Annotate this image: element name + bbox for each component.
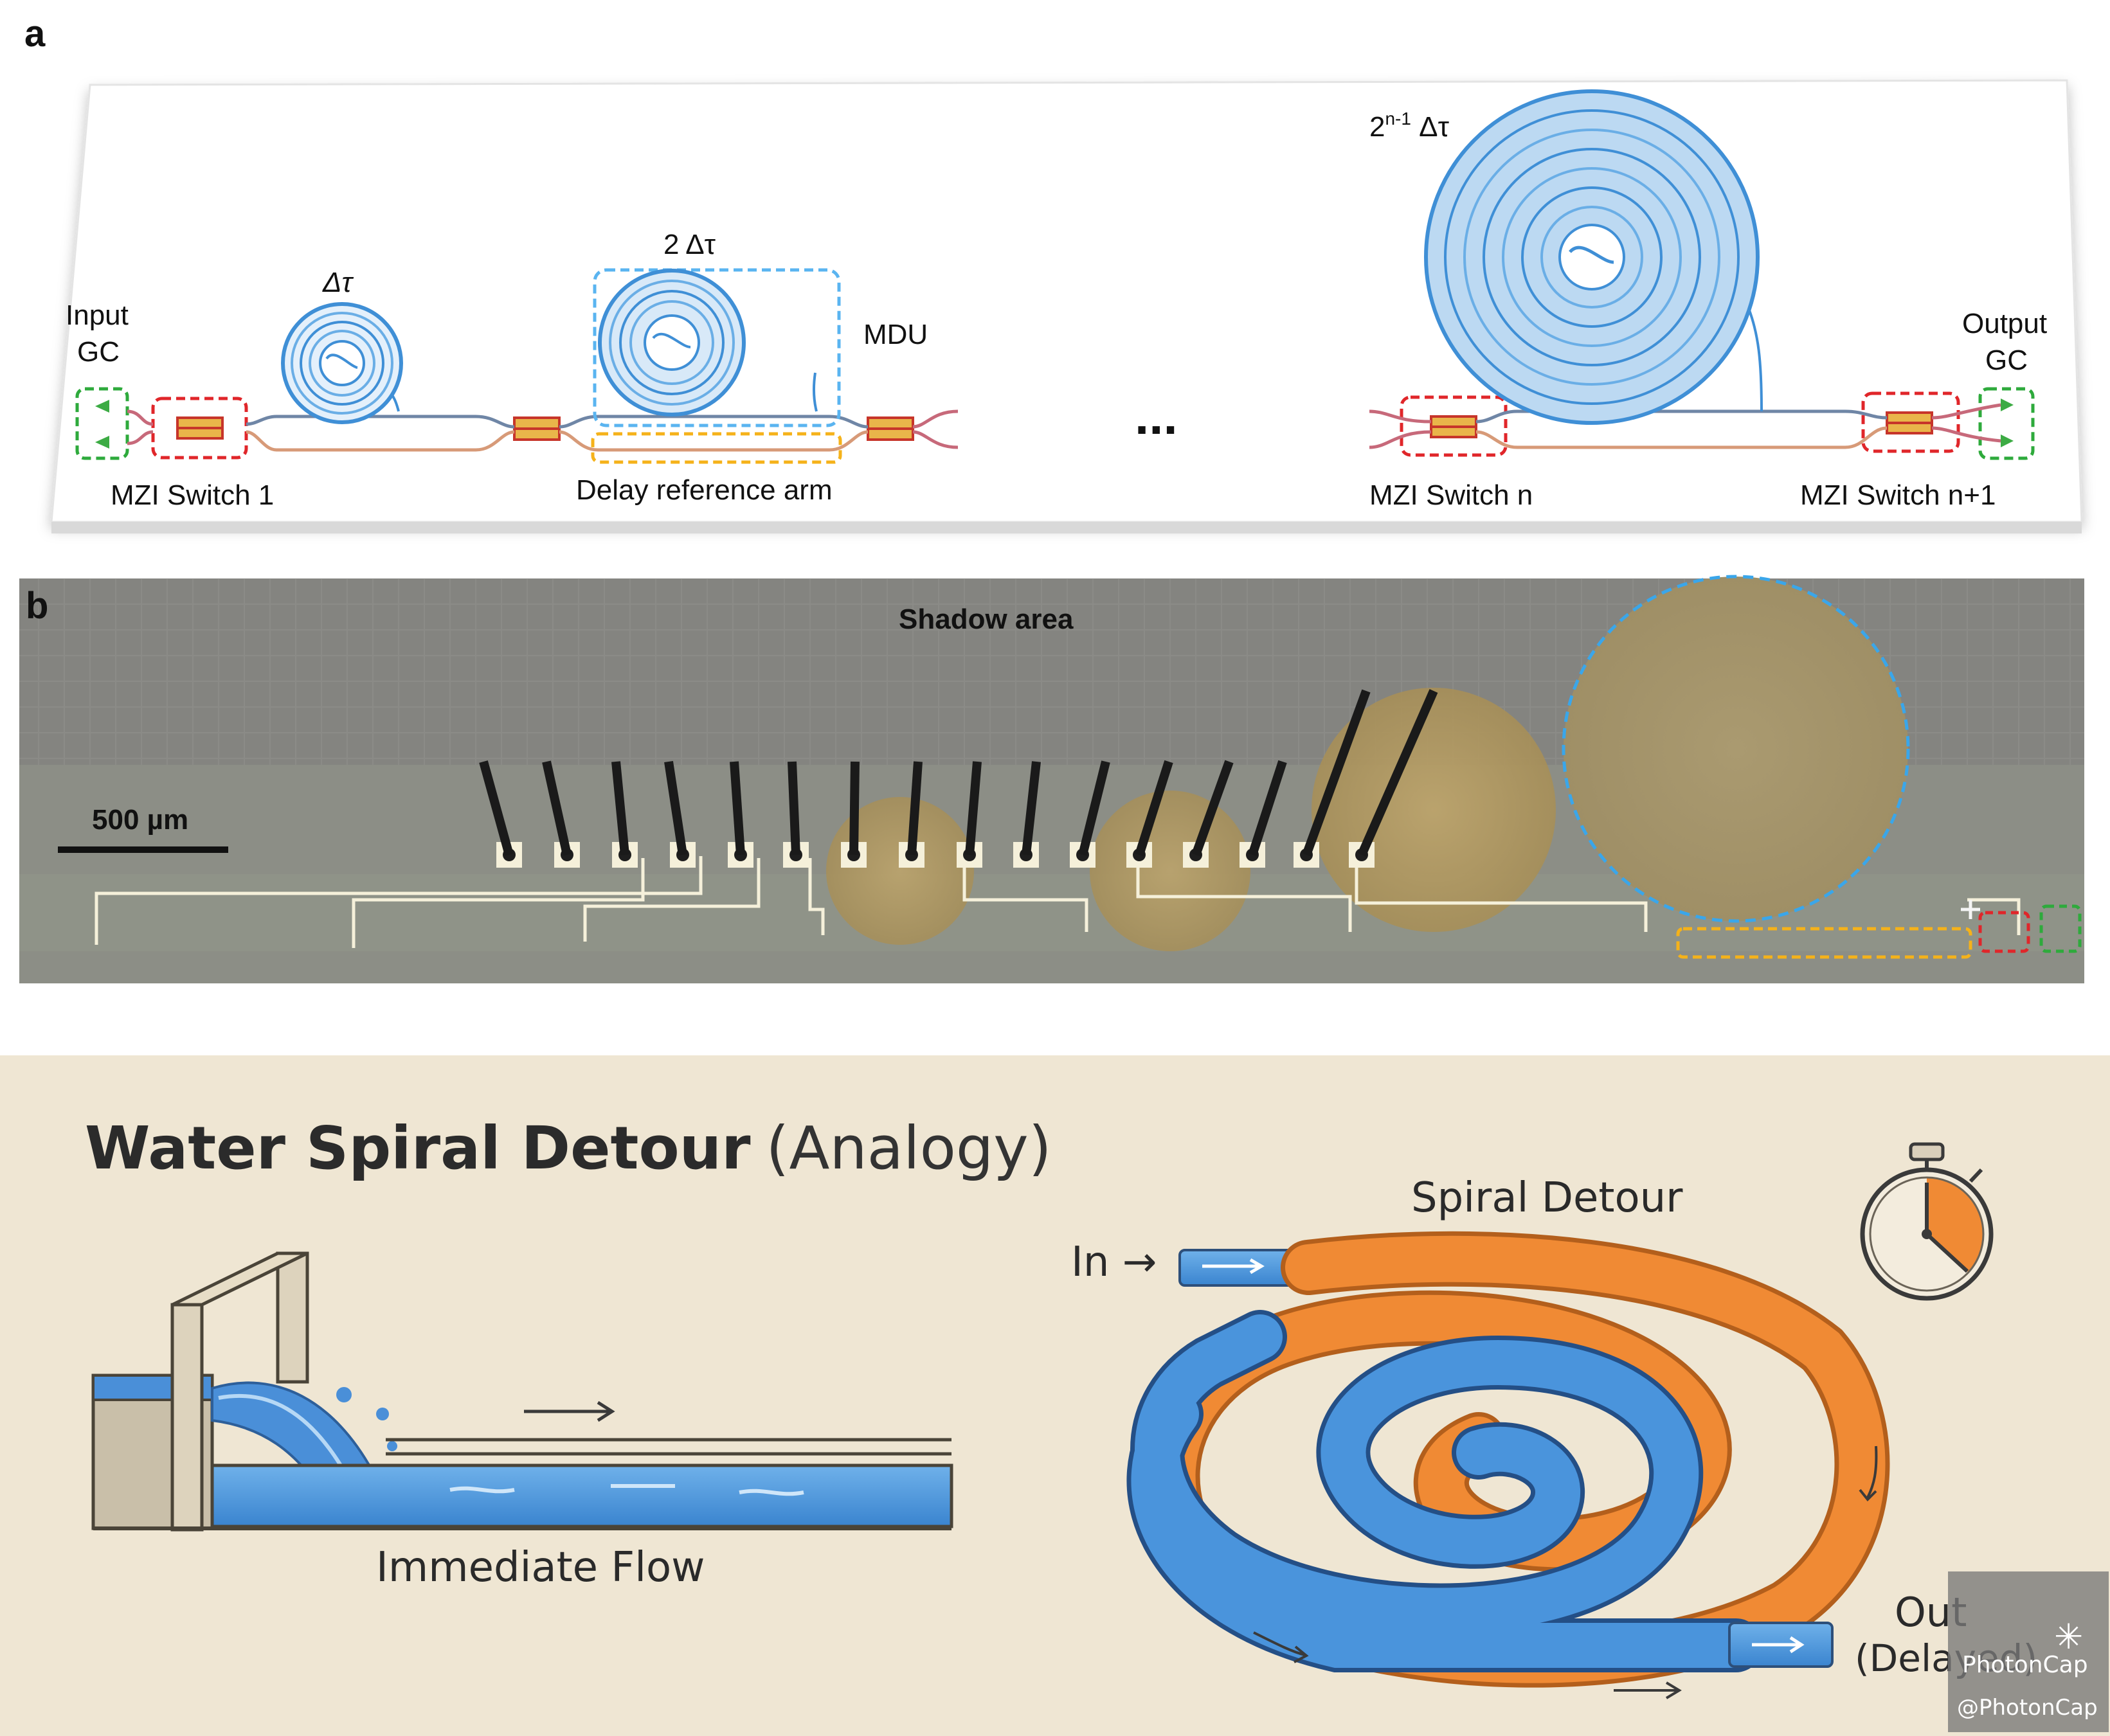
gold-disk: [826, 797, 974, 945]
stopwatch-icon: [1860, 1142, 1994, 1301]
spiral-detour-label: Spiral Detour: [1411, 1174, 1683, 1222]
panel-a: a: [24, 13, 2083, 533]
gold-disk: [1312, 688, 1556, 932]
mdu-label: MDU: [863, 319, 928, 350]
ellipsis-label: ...: [1135, 388, 1178, 445]
delay-n-label: 2n-1 Δτ: [1369, 109, 1450, 143]
analogy-title-paren: (Analogy): [766, 1114, 1052, 1183]
panel-a-letter: a: [24, 13, 46, 55]
delay-n-tail: Δτ: [1411, 111, 1450, 143]
immediate-flow-label: Immediate Flow: [376, 1544, 705, 1591]
input-grating-coupler: [75, 387, 129, 460]
watermark: ✳ PhotonCap @PhotonCap: [1948, 1571, 2109, 1732]
flow-arrow-icon: [524, 1400, 615, 1422]
probe-pad: [1070, 760, 1110, 868]
probe-pad: [1126, 760, 1173, 868]
scale-bar-label: 500 µm: [92, 804, 188, 836]
mzi-switch-1-label: MZI Switch 1: [111, 479, 274, 511]
flow-arrow-icon: [1253, 1631, 1309, 1663]
spiral-delay-1: [281, 302, 403, 424]
delay-n-base: 2: [1369, 111, 1385, 143]
delay-n-exponent: n-1: [1385, 109, 1411, 129]
gold-disk-large: [1564, 577, 1908, 921]
probe-pads: [479, 689, 1438, 868]
probe-pad: [783, 761, 809, 868]
mzi-switch-n1: [1861, 391, 1960, 453]
output-gc-label-1: Output: [1962, 308, 2047, 339]
blue-spiral: [1131, 1314, 1758, 1668]
input-gc-label-2: GC: [77, 336, 120, 368]
output-gc-label-2: GC: [1985, 345, 2028, 376]
probe-pad: [542, 760, 580, 868]
probe-pad: [611, 761, 638, 868]
probe-pad: [1013, 761, 1041, 868]
watermark-handle: @PhotonCap: [1957, 1695, 2098, 1721]
mzi-switch-n-label: MZI Switch n: [1369, 479, 1533, 511]
probe-pad: [841, 761, 867, 868]
probe-pad: [1183, 760, 1234, 868]
mzi-switch-1: [151, 397, 248, 460]
spiral-delay-n: [1424, 89, 1760, 425]
probe-pad: [1294, 689, 1371, 868]
grating-coupler-box-b: [2039, 904, 2082, 953]
probe-pad: [1349, 689, 1438, 868]
panel-b-letter: b: [26, 585, 48, 627]
gold-disk: [1090, 791, 1250, 951]
probe-pad: [479, 760, 522, 868]
flow-arrow-icon: [1614, 1681, 1682, 1699]
delay-reference-box: [591, 432, 842, 464]
probe-pad: [728, 761, 753, 868]
probe-pad: [664, 760, 696, 868]
waveguides: [127, 308, 2001, 452]
input-gc-label-1: Input: [66, 300, 129, 331]
mzi-switch-2: [513, 416, 561, 441]
chip-slab-edge: [51, 522, 2082, 533]
flow-arrow-icon: [1859, 1445, 1878, 1501]
probe-pad: [899, 761, 924, 868]
shadow-area-label: Shadow area: [899, 604, 1074, 635]
electrical-traces: [95, 856, 2021, 948]
spiral-highlight-circle: [1562, 575, 1910, 923]
analogy-title: Water Spiral Detour(Analogy): [85, 1114, 1052, 1183]
mzi-switch-box-b: [1978, 911, 2030, 953]
analogy-panel: Water Spiral Detour(Analogy) Immediate F…: [0, 1055, 2110, 1736]
mzi-switch-n1-label: MZI Switch n+1: [1800, 479, 1996, 511]
delay-reference-box-b: [1676, 927, 1972, 959]
probe-pad: [1240, 760, 1287, 868]
mzi-switch-n: [1400, 395, 1508, 457]
spiral-detour-illustration: In →: [1071, 1231, 1890, 1699]
probe-pad: [957, 761, 982, 868]
watermark-brand: PhotonCap: [1962, 1652, 2088, 1678]
analogy-title-main: Water Spiral Detour: [85, 1114, 751, 1183]
channel-water: [210, 1463, 953, 1528]
chip-slab: [50, 79, 2083, 523]
water-gate-illustration: [91, 1251, 953, 1532]
delay-reference-label: Delay reference arm: [576, 474, 833, 506]
delay-2-label: 2 Δτ: [663, 229, 716, 260]
mzi-switch-3: [867, 416, 914, 441]
mdu-box: [593, 268, 841, 427]
sparkle-icon: ✳: [2054, 1616, 2084, 1657]
panel-b: 500 µm b Shadow area: [19, 575, 2084, 983]
output-grating-coupler: [1978, 387, 2035, 460]
delay-1-label: Δτ: [322, 267, 354, 298]
spiral-delay-2: [591, 268, 842, 464]
in-label: In →: [1071, 1239, 1157, 1286]
